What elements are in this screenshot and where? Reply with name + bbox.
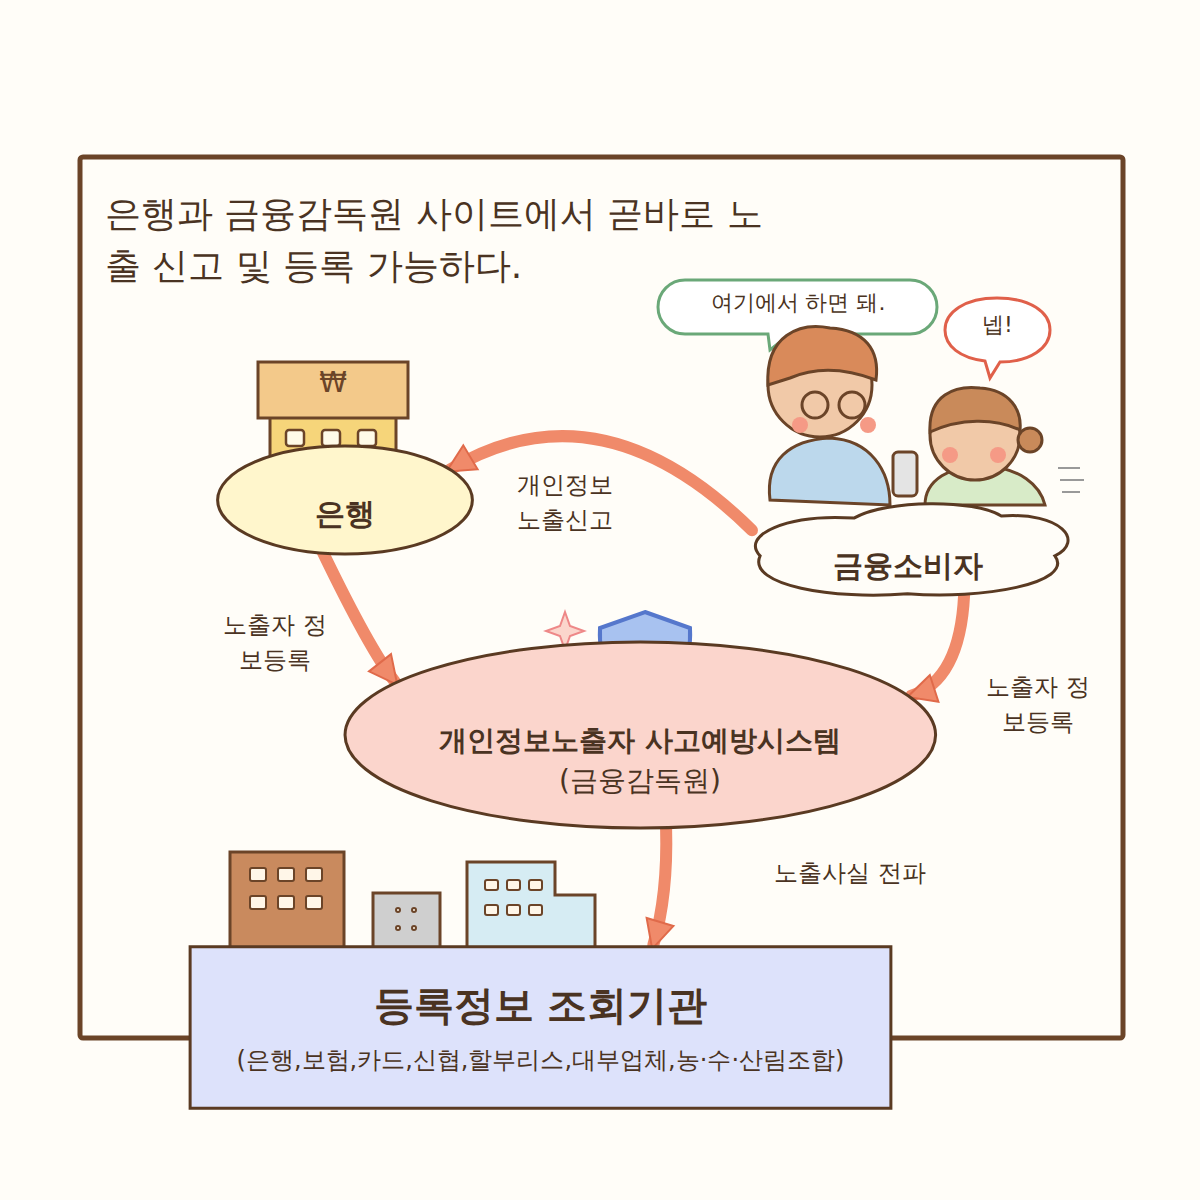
edge-label: 노출자 정보등록 — [215, 608, 335, 678]
window — [529, 880, 542, 890]
window — [507, 905, 520, 915]
node-rect: 등록정보 조회기관 (은행,보험,카드,신협,할부리스,대부업체,농·수·산림조합… — [188, 945, 893, 1110]
flow-arrow — [911, 595, 964, 696]
window — [396, 908, 400, 912]
window — [278, 896, 294, 909]
window — [507, 880, 520, 890]
node-shape — [218, 446, 473, 554]
flow-arrow — [653, 828, 666, 945]
node-shape — [190, 947, 891, 1109]
flow-arrow — [323, 552, 395, 681]
window — [250, 868, 266, 881]
diagram-title: 은행과 금융감독원 사이트에서 곧바로 노출 신고 및 등록 가능하다. — [105, 188, 785, 292]
window — [306, 868, 322, 881]
window — [306, 896, 322, 909]
building-windows — [250, 868, 542, 930]
window — [485, 880, 498, 890]
label-text: 여기에서 하면 돼. — [668, 290, 928, 316]
window — [529, 905, 542, 915]
window — [278, 868, 294, 881]
node-outline — [740, 495, 1075, 600]
frame — [80, 157, 1123, 1038]
window — [250, 896, 266, 909]
consumers-figure — [768, 327, 1084, 505]
node-subtext: (은행,보험,카드,신협,할부리스,대부업체,농·수·산림조합) — [237, 1045, 845, 1076]
node-heading: 개인정보노출자 사고예방시스템 — [439, 723, 841, 759]
city-buildings — [230, 852, 595, 953]
edge-label: 개인정보 노출신고 — [505, 468, 625, 538]
node-heading: 등록정보 조회기관 — [374, 979, 708, 1031]
node-shape — [755, 504, 1068, 595]
node-subtext: (금융감독원) — [559, 763, 721, 799]
label-text: 넵! — [950, 312, 1045, 338]
edge-label: 노출사실 전파 — [735, 856, 965, 891]
node-heading: 은행 — [315, 494, 375, 533]
window — [412, 926, 416, 930]
window — [412, 908, 416, 912]
label-text: ₩ — [283, 366, 383, 400]
node-ellipse: 개인정보노출자 사고예방시스템 (금융감독원) — [339, 640, 942, 830]
edge-label: 노출자 정보등록 — [978, 670, 1098, 740]
node-heading: 금융소비자 — [833, 546, 983, 585]
window — [396, 926, 400, 930]
window — [485, 905, 498, 915]
node-shape — [345, 642, 936, 828]
node-cloud: 금융소비자 — [740, 495, 1075, 600]
node-ellipse: 은행 — [215, 445, 475, 555]
